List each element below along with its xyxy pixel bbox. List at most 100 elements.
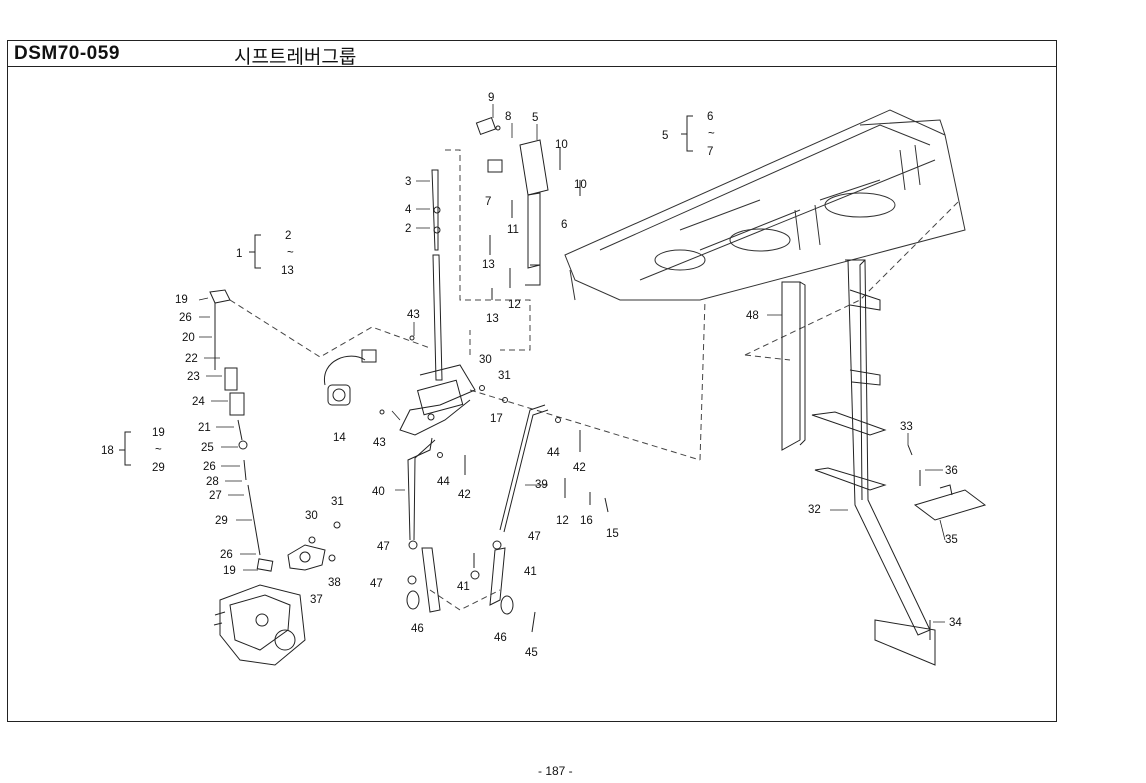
shift-lever-rod [399, 169, 476, 436]
plate-35 [913, 489, 987, 521]
washer-46-left [406, 590, 420, 610]
group-parent-5: 5 [662, 130, 668, 142]
callout-12b: 12 [556, 515, 569, 527]
group-from-19: 19 [152, 427, 165, 439]
linkage-column [209, 289, 274, 572]
callout-47c: 47 [370, 578, 383, 590]
callout-43a: 43 [407, 309, 420, 321]
group-from-2: 2 [285, 230, 291, 242]
callout-44a: 44 [547, 447, 560, 459]
group-labels: 1 2 ~ 13 5 6 ~ 7 18 19 ~ 29 [101, 111, 715, 474]
callout-26a: 26 [179, 312, 192, 324]
callout-24: 24 [192, 396, 205, 408]
callout-17: 17 [490, 413, 503, 425]
callout-32: 32 [808, 504, 821, 516]
callout-46a: 46 [411, 623, 424, 635]
callout-10b: 10 [574, 179, 587, 191]
group-sep-5: ~ [708, 128, 715, 140]
arm-41-right [489, 547, 506, 606]
callout-19b: 19 [223, 565, 236, 577]
callout-2: 2 [405, 223, 411, 235]
callout-33: 33 [900, 421, 913, 433]
callout-28: 28 [206, 476, 219, 488]
callout-25: 25 [201, 442, 214, 454]
pedal-arm-32 [811, 259, 936, 666]
callout-7: 7 [485, 196, 491, 208]
callout-34: 34 [949, 617, 962, 629]
callout-29: 29 [215, 515, 228, 527]
group-sep-1: ~ [287, 247, 294, 259]
callout-43b: 43 [373, 437, 386, 449]
callout-46b: 46 [494, 632, 507, 644]
callout-labels: 9 8 5 10 10 7 11 6 3 4 2 13 12 13 43 30 … [175, 92, 962, 659]
bracket-37 [287, 544, 326, 571]
callout-45: 45 [525, 647, 538, 659]
callout-6: 6 [561, 219, 567, 231]
title-block: DSM70-059 시프트레버그룹 [8, 41, 1056, 68]
callout-38: 38 [328, 577, 341, 589]
callout-23: 23 [187, 371, 200, 383]
callout-44b: 44 [437, 476, 450, 488]
callout-13a: 13 [482, 259, 495, 271]
group-to-29: 29 [152, 462, 165, 474]
callout-36: 36 [945, 465, 958, 477]
callout-19a: 19 [175, 294, 188, 306]
bracket-48 [781, 281, 806, 451]
switch-7 [487, 159, 503, 173]
drawing-frame: DSM70-059 시프트레버그룹 [7, 40, 1057, 722]
callout-40: 40 [372, 486, 385, 498]
callout-41a: 41 [457, 581, 470, 593]
tractor-frame [564, 109, 966, 301]
callout-16: 16 [580, 515, 593, 527]
group-bracket-5 [681, 115, 693, 152]
callout-3: 3 [405, 176, 411, 188]
hst-pump-assembly [213, 584, 306, 666]
callout-35: 35 [945, 534, 958, 546]
group-to-13: 13 [281, 265, 294, 277]
callout-14: 14 [333, 432, 346, 444]
callout-15: 15 [606, 528, 619, 540]
rod-39 [499, 404, 546, 531]
washer-46-right [500, 595, 514, 615]
group-from-6: 6 [707, 111, 713, 123]
callout-9: 9 [488, 92, 494, 104]
fasteners [308, 125, 931, 640]
callout-47b: 47 [528, 531, 541, 543]
callout-42b: 42 [458, 489, 471, 501]
group-to-7: 7 [707, 146, 713, 158]
callout-8: 8 [505, 111, 511, 123]
page-number: - 187 - [538, 764, 573, 778]
callout-31b: 31 [331, 496, 344, 508]
dashed-leaders [229, 149, 961, 611]
arm-41-left [421, 547, 441, 613]
knob-lever-6 [519, 139, 549, 286]
callout-30a: 30 [479, 354, 492, 366]
callout-leaders [198, 104, 946, 623]
callout-10a: 10 [555, 139, 568, 151]
callout-11: 11 [507, 224, 519, 236]
group-parent-18: 18 [101, 445, 114, 457]
switch-9 [475, 116, 497, 136]
sensor-14 [324, 349, 377, 406]
callout-26b: 26 [203, 461, 216, 473]
callout-13b: 13 [486, 313, 499, 325]
callout-27: 27 [209, 490, 222, 502]
callout-22: 22 [185, 353, 198, 365]
callout-48: 48 [746, 310, 759, 322]
group-parent-1: 1 [236, 248, 242, 260]
callout-4: 4 [405, 204, 412, 216]
callout-20: 20 [182, 332, 195, 344]
group-bracket-18 [119, 431, 131, 466]
callout-41b: 41 [524, 566, 537, 578]
callout-47a: 47 [377, 541, 390, 553]
callout-5: 5 [532, 112, 538, 124]
callout-42a: 42 [573, 462, 586, 474]
callout-31a: 31 [498, 370, 511, 382]
document-title: 시프트레버그룹 [234, 46, 357, 68]
group-sep-18: ~ [155, 444, 162, 456]
callout-37: 37 [310, 594, 323, 606]
callout-26c: 26 [220, 549, 233, 561]
callout-30b: 30 [305, 510, 318, 522]
callout-12a: 12 [508, 299, 521, 311]
